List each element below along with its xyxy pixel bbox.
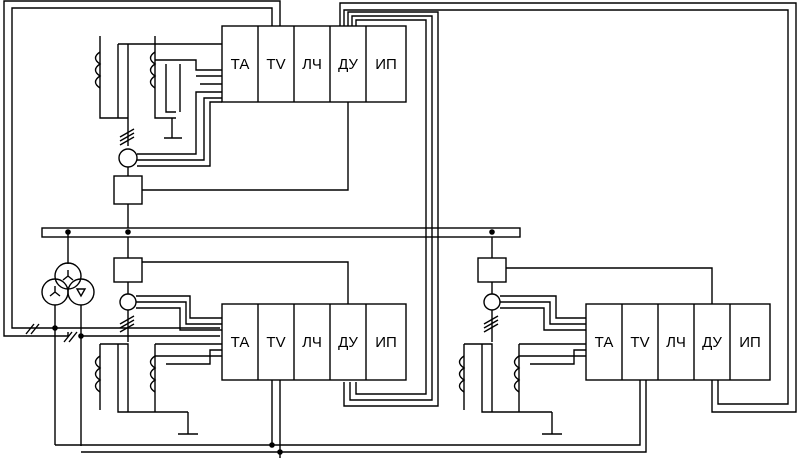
- device-1-cell-du: ДУ: [338, 56, 358, 73]
- ct-coil-1: [94, 51, 102, 89]
- busbar: [41, 227, 521, 238]
- device-3-cell-ip: ИП: [739, 334, 761, 351]
- bottom-right-assembly: [458, 237, 713, 435]
- device-1: ТА TV ЛЧ ДУ ИП: [221, 25, 407, 103]
- breaker-1: [113, 175, 143, 205]
- bottom-left-assembly: [94, 237, 349, 435]
- device-2-cell-lch: ЛЧ: [302, 334, 322, 351]
- device-3-cell-du: ДУ: [702, 334, 722, 351]
- power-transformer: [25, 232, 220, 446]
- device-1-cell-ta: ТА: [231, 56, 250, 73]
- device-2-cell-du: ДУ: [338, 334, 358, 351]
- top-ct-assembly: [94, 36, 349, 228]
- device-1-cell-tv: TV: [266, 56, 285, 73]
- device-3: ТА TV ЛЧ ДУ ИП: [585, 303, 771, 381]
- device-1-cell-lch: ЛЧ: [302, 56, 322, 73]
- bottom-common-wiring: [55, 380, 647, 458]
- current-transformer-2: [119, 293, 137, 311]
- current-transformer-1: [118, 148, 138, 168]
- breaker-2: [113, 257, 143, 283]
- device-2-cell-tv: TV: [266, 334, 285, 351]
- current-transformer-3: [483, 293, 501, 311]
- device-3-cell-ta: ТА: [595, 334, 614, 351]
- device-2: ТА TV ЛЧ ДУ ИП: [221, 303, 407, 381]
- bus-junction-3: [489, 229, 495, 235]
- device-2-cell-ta: ТА: [231, 334, 250, 351]
- device-3-cell-tv: TV: [630, 334, 649, 351]
- ct-coil-2: [149, 51, 157, 89]
- breaker-3: [477, 257, 507, 283]
- device-2-cell-ip: ИП: [375, 334, 397, 351]
- device-3-cell-lch: ЛЧ: [666, 334, 686, 351]
- device-1-cell-ip: ИП: [375, 56, 397, 73]
- bus-junction-2: [125, 229, 131, 235]
